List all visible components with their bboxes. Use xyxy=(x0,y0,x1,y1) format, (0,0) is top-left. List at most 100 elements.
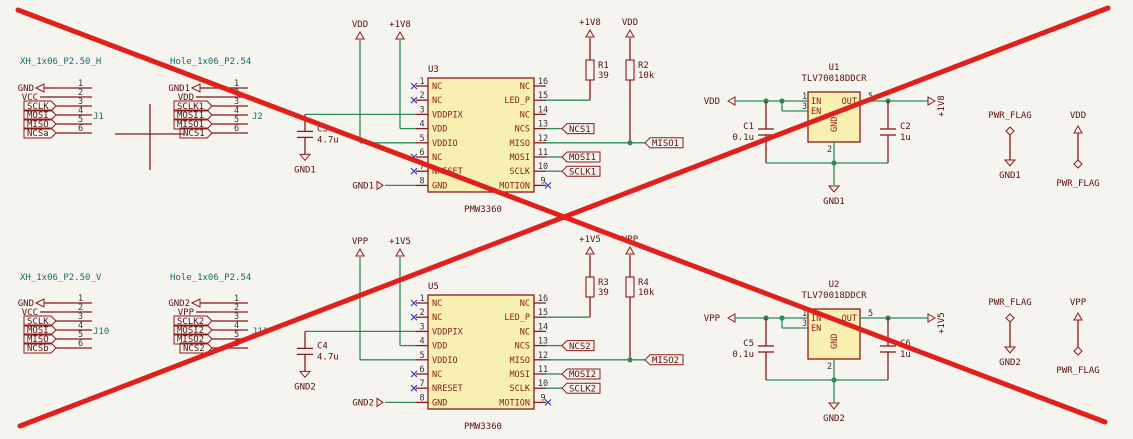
power-vdd-arrow-icon xyxy=(355,30,365,40)
sensor-pin-num: 11 xyxy=(538,148,548,158)
sensor-pin-name: VDD xyxy=(432,342,447,352)
cap-c5-val: 0.1u xyxy=(732,350,754,360)
conn-j10-pin-6-label: NCSb xyxy=(27,344,49,354)
power-vpp-arrow-icon xyxy=(355,247,365,257)
ground-arrow-icon xyxy=(34,83,45,93)
flag-ground: GND1 xyxy=(999,171,1021,181)
power-rail-core-arrow-icon xyxy=(395,247,405,257)
sensor-pin-num: 15 xyxy=(538,91,548,101)
conn-j2-pin-5-num: 5 xyxy=(234,115,239,125)
ldo-pin-num: 1 xyxy=(802,309,807,319)
junction-dot xyxy=(627,357,633,363)
sensor-pin-name: MOTION xyxy=(499,181,530,191)
sensor-pin-num: 12 xyxy=(538,351,548,361)
net-miso-frame xyxy=(644,354,684,366)
sensor-pin-name: VDD xyxy=(432,125,447,135)
flag-ground-icon xyxy=(1003,346,1017,354)
res-r1-val: 39 xyxy=(598,71,609,81)
power-rail-led: +1V8 xyxy=(579,18,601,28)
power-rail-pullup-arrow-icon xyxy=(625,245,635,255)
net-sclk-frame xyxy=(561,165,601,177)
conn-j10-pin-4-num: 4 xyxy=(78,321,83,331)
conn-j2-pin-1-label: GND1 xyxy=(168,84,190,94)
net-ncs: NCS2 xyxy=(569,342,591,352)
cap-c3-val: 4.7u xyxy=(317,135,339,145)
sensor-pin-num: 4 xyxy=(419,337,424,347)
pwr-flag-label: PWR_FLAG xyxy=(988,298,1031,308)
sensor-pin-name: NC xyxy=(432,299,442,309)
conn-j2-pin-4-num: 4 xyxy=(234,106,239,116)
power-rail-core-arrow-icon xyxy=(395,30,405,40)
sensor-part: PMW3360 xyxy=(464,422,502,432)
net-miso-frame xyxy=(644,137,684,149)
sensor-pin-name: NCS xyxy=(515,342,530,352)
ground-gnd1: GND1 xyxy=(294,165,316,175)
conn-j2-pin-1-num: 1 xyxy=(234,79,239,89)
sensor-pin-num: 13 xyxy=(538,337,548,347)
power-rail-pullup-arrow-icon xyxy=(625,28,635,38)
ldo-body xyxy=(807,91,861,143)
sensor-pin-num: 7 xyxy=(419,162,424,172)
gnd-label: GND2 xyxy=(352,398,374,408)
sensor-pin-num: 9 xyxy=(540,393,545,403)
power-vpp: VPP xyxy=(352,237,369,247)
conn-j2-pin-6-label-frame xyxy=(179,127,213,139)
conn-j10-pin-4-label: MOSI xyxy=(27,326,49,336)
conn-j2-pin-2-label: VDD xyxy=(178,93,194,103)
ldo-pin-out: OUT xyxy=(842,97,857,107)
pwr-flag-icon xyxy=(1005,313,1015,323)
conn-j1-pin-3-label: SCLK xyxy=(27,102,49,112)
sensor-pin-name: MOSI xyxy=(510,370,530,380)
cap-c1-ref: C1 xyxy=(743,122,754,132)
junction-dot xyxy=(831,160,837,166)
conn-j1-pin-2-num: 2 xyxy=(78,88,83,98)
sensor-pin-num: 16 xyxy=(538,77,548,87)
nc-mark xyxy=(410,167,418,175)
sensor-u3: U3PMW33601NC2NC3VDDPIX4VDD5VDDIO6NC7NRES… xyxy=(294,18,684,215)
sensor-pin-name: NCS xyxy=(515,125,530,135)
flag-ground-icon xyxy=(1003,159,1017,167)
nc-mark xyxy=(544,182,552,189)
sensor-pin-name: GND xyxy=(432,181,447,191)
net-miso: MISO1 xyxy=(652,139,679,149)
conn-j2-pin-3-label: SCLK1 xyxy=(177,102,204,112)
sensor-pin-name: SCLK xyxy=(510,167,531,177)
sensor-pin-name: NC xyxy=(520,110,530,120)
sensor-pin-name: NRESET xyxy=(432,384,463,394)
conn-j11-pin-4-label: MOSI2 xyxy=(177,326,204,336)
ground-ldo: GND1 xyxy=(823,197,845,207)
ground-arrow-icon xyxy=(190,298,201,308)
junction-dot xyxy=(831,377,837,383)
net-ncs-frame xyxy=(561,340,595,352)
sensor-body xyxy=(427,294,535,410)
ldo-pin-num: 3 xyxy=(802,102,807,112)
sensor-pin-num: 6 xyxy=(419,148,424,158)
cap-c3-ref: C3 xyxy=(317,124,328,134)
sensor-pin-num: 5 xyxy=(419,134,424,144)
xh-header-label-top: XH_1x06_P2.50_H xyxy=(20,57,101,67)
hole-header-label-bottom: Hole_1x06_P2.54 xyxy=(170,273,251,283)
ground-ldo: GND2 xyxy=(823,414,845,424)
conn-j1-pin-4-label: MOSI xyxy=(27,111,49,121)
flag-power-label: VPP xyxy=(1070,298,1087,308)
sensor-pin-num: 7 xyxy=(419,379,424,389)
ground-gnd2: GND2 xyxy=(294,382,316,392)
conn-j2-pin-6-label: NCS1 xyxy=(183,129,205,139)
ldo-u1: U1TLV70018DDCRINENOUTGND1352VDDC10.1u+1V… xyxy=(704,63,947,207)
j1-ref: J1 xyxy=(93,112,104,122)
sensor-part: PMW3360 xyxy=(464,205,502,215)
conn-j2-pin-6-num: 6 xyxy=(234,124,239,134)
flag-power-label: VDD xyxy=(1070,111,1086,121)
cap-c2-val: 1u xyxy=(900,133,911,143)
conn-j10-pin-3-num: 3 xyxy=(78,312,83,322)
conn-j10-pin-1-label: GND xyxy=(18,299,34,309)
pwr-flag-label: PWR_FLAG xyxy=(1056,179,1099,189)
ldo-pin-in: IN xyxy=(811,97,821,107)
sensor-pin-name: VDDIO xyxy=(432,139,458,149)
connector-j2: GND11VDD2SCLK13MOSI14MISO15NCS16 xyxy=(168,79,248,139)
sensor-pin-num: 16 xyxy=(538,294,548,304)
pwr-flag-icon xyxy=(1073,346,1083,356)
